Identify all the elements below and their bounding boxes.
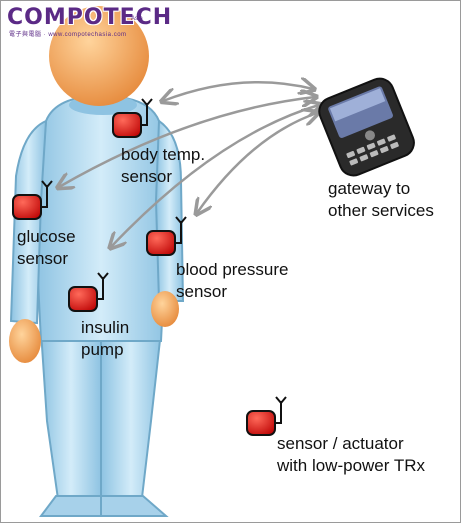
- link-insulin: [111, 105, 319, 247]
- link-blood-pressure: [197, 113, 317, 213]
- torso: [34, 94, 168, 342]
- left-foot: [39, 495, 102, 517]
- label-body-temp-sensor: body temp. sensor: [121, 145, 206, 186]
- sensor-node-icon: [12, 194, 42, 220]
- compotech-logo-suffix: Asia: [131, 16, 143, 22]
- sensor-node-icon: [68, 286, 98, 312]
- label-blood-pressure-sensor: blood pressure sensor: [176, 260, 289, 301]
- label-gateway: gateway to other services: [328, 179, 434, 220]
- left-hand: [9, 319, 41, 363]
- antenna-icon: [97, 272, 109, 300]
- antenna-icon: [175, 216, 187, 244]
- sensor-node-icon: [146, 230, 176, 256]
- label-glucose-sensor: glucose sensor: [17, 227, 76, 268]
- compotech-logo-subtitle: 電子與電腦 · www.compotechasia.com: [9, 32, 127, 38]
- sensor-node-icon: [246, 410, 276, 436]
- antenna-icon: [141, 98, 153, 126]
- label-legend: sensor / actuator with low-power TRx: [277, 434, 426, 475]
- sensor-node-icon: [112, 112, 142, 138]
- sensor-blood-pressure: [146, 216, 187, 256]
- sensor-body-temp: [112, 98, 153, 138]
- compotech-logo: COMPOTECH: [7, 5, 173, 30]
- wireless-links: [59, 82, 319, 247]
- smartphone-gateway-icon: [318, 77, 415, 177]
- label-insulin-pump: insulin pump: [81, 318, 130, 359]
- sensor-insulin: [68, 272, 109, 312]
- head: [49, 6, 149, 106]
- sensor-legend: [246, 396, 287, 436]
- sensor-glucose: [12, 180, 53, 220]
- antenna-icon: [275, 396, 287, 424]
- right-hand: [151, 291, 179, 327]
- antenna-icon: [41, 180, 53, 208]
- link-body-temp: [163, 82, 313, 101]
- right-foot: [100, 495, 169, 517]
